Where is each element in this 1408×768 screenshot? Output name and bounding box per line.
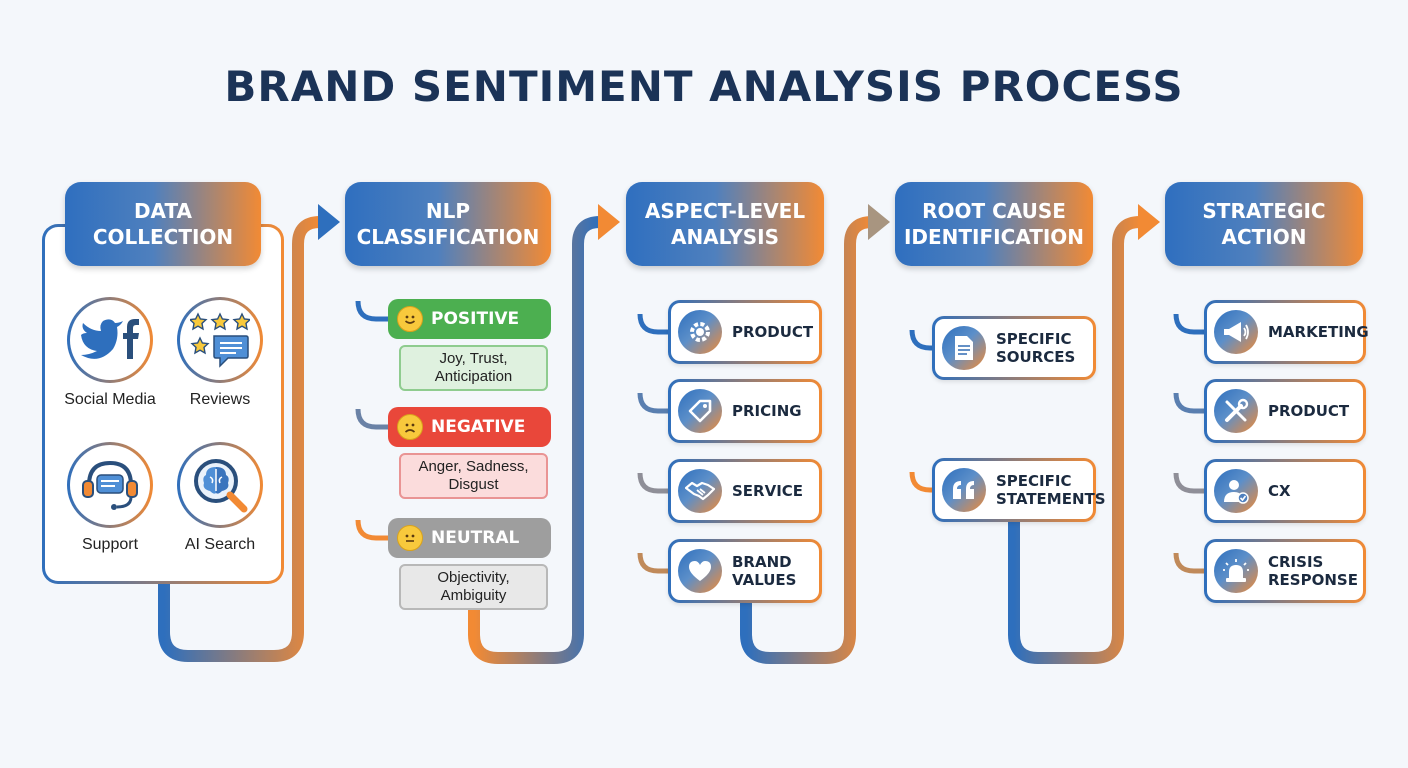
siren-icon [1214,549,1258,593]
desc-line: Anger, Sadness, [418,458,529,475]
aspect-label: PRODUCT [732,323,814,341]
step-title-line: ANALYSIS [670,225,780,249]
desc-line: Anticipation [434,368,513,385]
step-title-line: ASPECT-LEVEL [644,199,806,223]
aspect-label: SERVICE [732,482,804,500]
sentiment-negative: NEGATIVE [388,407,551,447]
sentiment-label: NEUTRAL [431,528,520,548]
source-label: Support [81,536,139,553]
stars-chat-icon [177,297,263,383]
quote-icon [942,468,986,512]
brain-search-icon [177,442,263,528]
action-card-product: PRODUCT [1204,379,1366,443]
action-label: CRISIS [1268,553,1324,571]
handshake-icon [678,469,722,513]
step-title-line: COLLECTION [92,225,234,249]
sentiment-positive-desc: Joy, Trust,Anticipation [399,345,548,391]
root-cause-label: STATEMENTS [996,490,1106,508]
headset-icon [67,442,153,528]
aspect-card-product: PRODUCT [668,300,822,364]
action-card-marketing: MARKETING [1204,300,1369,364]
root-cause-label: SPECIFIC [996,472,1072,490]
source-social-media: Social Media [55,297,165,409]
desc-line: Disgust [448,476,499,493]
action-card-cx: CX [1204,459,1366,523]
desc-line: Joy, Trust, [439,350,508,367]
step-title-line: IDENTIFICATION [903,225,1085,249]
gear-icon [678,310,722,354]
aspect-card-pricing: PRICING [668,379,822,443]
root-cause-label: SPECIFIC [996,330,1072,348]
sentiment-neutral: NEUTRAL [388,518,551,558]
step-title-line: STRATEGIC [1202,199,1326,223]
desc-line: Objectivity, [437,569,510,586]
sentiment-label: POSITIVE [431,309,520,329]
source-label: Social Media [64,391,156,408]
step-title-line: ROOT CAUSE [922,199,1066,223]
source-reviews: Reviews [165,297,275,409]
source-label: AI Search [184,536,256,553]
neutral-face-icon [397,525,423,551]
sad-face-icon [397,414,423,440]
aspect-label: BRAND [732,553,792,571]
source-support: Support [55,442,165,554]
twitter-facebook-icon [67,297,153,383]
sentiment-neutral-desc: Objectivity,Ambiguity [399,564,548,610]
document-icon [942,326,986,370]
megaphone-icon [1214,310,1258,354]
aspect-card-service: SERVICE [668,459,822,523]
sentiment-negative-desc: Anger, Sadness,Disgust [399,453,548,499]
step-title-line: ACTION [1221,225,1307,249]
tools-icon [1214,389,1258,433]
step-title-line: NLP [425,199,471,223]
data-collection-panel: Social Media Reviews [42,224,284,584]
source-label: Reviews [189,391,251,408]
smile-face-icon [397,306,423,332]
source-ai-search: AI Search [165,442,275,554]
page-title: BRAND SENTIMENT ANALYSIS PROCESS [224,62,1184,111]
sentiment-label: NEGATIVE [431,417,526,437]
heart-icon [678,549,722,593]
aspect-label: VALUES [732,571,797,589]
root-cause-label: SOURCES [996,348,1076,366]
action-label: CX [1268,482,1291,500]
desc-line: Ambiguity [440,587,507,604]
action-label: PRODUCT [1268,402,1350,420]
action-label: RESPONSE [1268,571,1358,589]
aspect-label: PRICING [732,402,802,420]
action-label: MARKETING [1268,323,1369,341]
user-check-icon [1214,469,1258,513]
price-tag-icon [678,389,722,433]
sentiment-positive: POSITIVE [388,299,551,339]
step-title-line: DATA [133,199,193,223]
step-title-line: CLASSIFICATION [356,225,540,249]
